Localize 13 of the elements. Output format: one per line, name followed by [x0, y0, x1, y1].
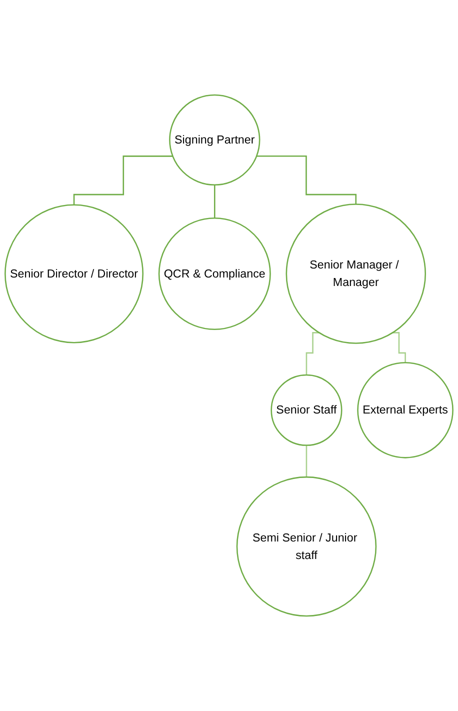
node-circle: Senior Director / Director — [4, 204, 144, 344]
connector — [306, 332, 320, 376]
node-circle: Semi Senior / Junior staff — [236, 476, 377, 617]
node-circle: QCR & Compliance — [158, 218, 271, 330]
node-circle: External Experts — [357, 362, 454, 458]
connector — [256, 156, 357, 205]
node-circle: Senior Manager / Manager — [286, 204, 426, 344]
node-circle: Senior Staff — [270, 374, 342, 446]
connector — [214, 184, 216, 219]
node-circle: Signing Partner — [169, 94, 260, 186]
connector — [392, 332, 406, 364]
connector — [73, 156, 173, 206]
connector — [306, 444, 308, 478]
